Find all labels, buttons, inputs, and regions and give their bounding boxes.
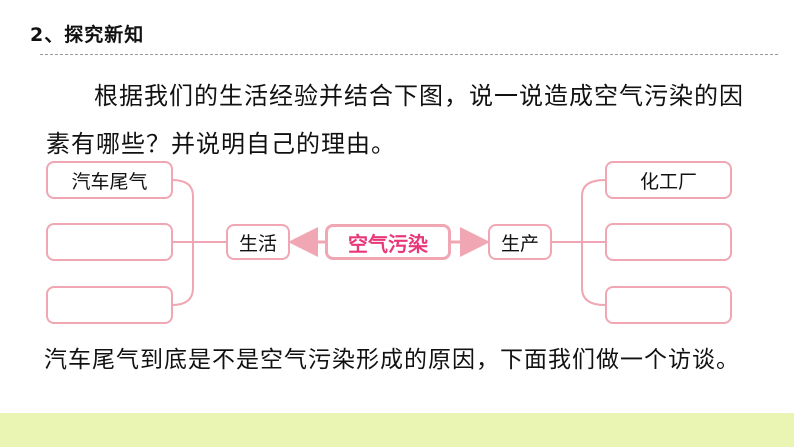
life-node: 生活 (226, 224, 290, 260)
footer-bar (0, 413, 794, 447)
dashed-divider (40, 54, 778, 55)
right-item-3 (605, 286, 732, 324)
right-item-2 (605, 223, 732, 261)
diagram-connectors (171, 179, 606, 306)
right-item-1: 化工厂 (605, 161, 732, 199)
section-title: 2、探究新知 (30, 24, 145, 46)
intro-paragraph: 根据我们的生活经验并结合下图，说一说造成空气污染的因素有哪些？并说明自己的理由。 (46, 82, 744, 158)
production-node: 生产 (488, 224, 552, 260)
left-item-3 (46, 286, 173, 324)
left-item-2 (46, 223, 173, 261)
air-pollution-node: 空气污染 (325, 224, 451, 260)
left-item-1: 汽车尾气 (46, 161, 173, 199)
pollution-diagram: 汽车尾气 生活 空气污染 生产 化工厂 (0, 156, 794, 336)
closing-paragraph: 汽车尾气到底是不是空气污染形成的原因，下面我们做一个访谈。 (44, 347, 740, 373)
